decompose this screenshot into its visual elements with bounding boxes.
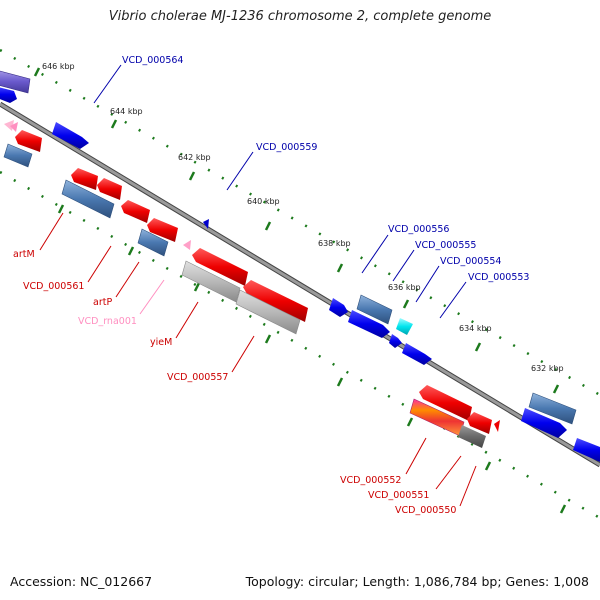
gene-vcd-000554[interactable] <box>348 310 390 338</box>
gene-vcd-000553[interactable] <box>389 334 402 348</box>
tick-label-632: 632 kbp <box>531 364 564 373</box>
gene-rna-top-b[interactable] <box>10 122 18 132</box>
label-vcd-000551[interactable]: VCD_000551 <box>368 490 429 501</box>
gene-blue-small[interactable] <box>203 219 209 229</box>
gene-forward-634[interactable] <box>402 343 432 365</box>
gene-artp[interactable] <box>137 228 169 257</box>
gene-vcd-000551-red[interactable] <box>467 412 492 434</box>
tick-label-646: 646 kbp <box>42 62 75 71</box>
gene-steel-632[interactable] <box>528 392 577 425</box>
label-vcd-000553[interactable]: VCD_000553 <box>468 272 529 283</box>
label-artp[interactable]: artP <box>93 297 112 308</box>
gene-yiem-gray[interactable] <box>181 260 241 303</box>
gene-yiem-red[interactable] <box>192 248 248 286</box>
label-artm[interactable]: artM <box>13 249 35 260</box>
forward-strand-genes <box>0 70 600 462</box>
tick-label-634: 634 kbp <box>459 324 492 333</box>
tick-label-642: 642 kbp <box>178 153 211 162</box>
gene-red-d[interactable] <box>147 218 178 242</box>
gene-steel-646[interactable] <box>3 143 33 168</box>
label-vcd-000561[interactable]: VCD_000561 <box>23 281 84 292</box>
gene-red-near-646[interactable] <box>15 130 42 152</box>
label-vcd-000556[interactable]: VCD_000556 <box>388 224 449 235</box>
major-tick-marks <box>33 67 567 514</box>
label-vcd-000554[interactable]: VCD_000554 <box>440 256 501 267</box>
gene-blue-edge-right[interactable] <box>573 438 600 462</box>
gene-artm[interactable] <box>61 179 115 219</box>
gene-vcd-000557-gray[interactable] <box>235 289 301 335</box>
reverse-label-leaders <box>39 212 477 507</box>
tick-ring-outer <box>0 48 600 397</box>
tick-label-638: 638 kbp <box>318 239 351 248</box>
tick-ring-inner <box>0 170 600 520</box>
gene-vcd-000564-b[interactable] <box>329 298 348 317</box>
label-vcd-000564[interactable]: VCD_000564 <box>122 55 183 66</box>
gene-purple[interactable] <box>0 70 31 94</box>
tick-label-636: 636 kbp <box>388 283 421 292</box>
reverse-strand-genes <box>3 120 500 448</box>
gene-vcd-000552-red[interactable] <box>419 385 472 421</box>
gene-vcd-000557-red[interactable] <box>243 280 308 322</box>
label-vcd-rna001[interactable]: VCD_rna001 <box>78 316 137 327</box>
gene-vcd-000555[interactable] <box>396 318 413 335</box>
gene-red-b[interactable] <box>97 178 122 200</box>
label-yiem[interactable]: yieM <box>150 337 172 348</box>
gene-vcd-rna001[interactable] <box>183 240 191 250</box>
map-title: Vibrio cholerae MJ-1236 chromosome 2, co… <box>108 9 492 24</box>
gene-vcd-000556[interactable] <box>356 294 393 325</box>
gene-blue-632[interactable] <box>521 408 567 438</box>
gene-red-arrow-small[interactable] <box>494 420 500 432</box>
rna-label-leader <box>139 279 165 315</box>
forward-label-leaders <box>93 64 467 319</box>
gene-red-a[interactable] <box>71 168 98 190</box>
gene-vcd-000564[interactable] <box>52 122 89 149</box>
gene-rna-top[interactable] <box>4 120 14 131</box>
label-vcd-000559[interactable]: VCD_000559 <box>256 142 317 153</box>
label-vcd-000555[interactable]: VCD_000555 <box>415 240 476 251</box>
label-vcd-000557[interactable]: VCD_000557 <box>167 372 228 383</box>
tick-label-640: 640 kbp <box>247 197 280 206</box>
tick-label-644: 644 kbp <box>110 107 143 116</box>
accession-text: Accession: NC_012667 <box>10 574 153 589</box>
label-vcd-000552[interactable]: VCD_000552 <box>340 475 401 486</box>
gene-vcd-000551[interactable] <box>458 425 486 448</box>
gene-blue-edge[interactable] <box>0 86 17 103</box>
label-vcd-000550[interactable]: VCD_000550 <box>395 505 456 516</box>
genome-backbone <box>0 101 600 468</box>
gene-red-c[interactable] <box>121 200 150 223</box>
genome-summary-text: Topology: circular; Length: 1,086,784 bp… <box>245 574 589 589</box>
